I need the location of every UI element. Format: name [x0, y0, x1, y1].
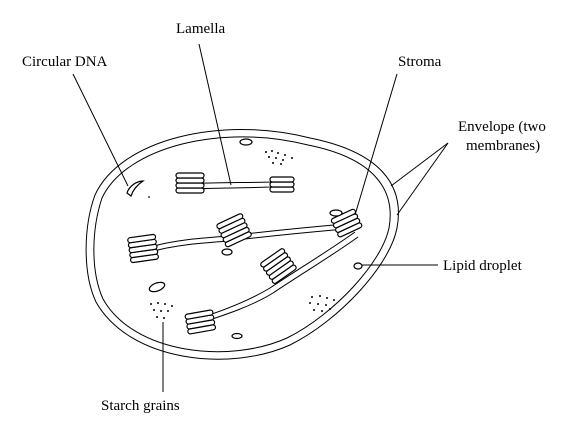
lamella-leader	[198, 43, 232, 186]
granum-middle-left	[127, 233, 159, 264]
label-starch-grains: Starch grains	[101, 398, 180, 414]
label-stroma: Stroma	[398, 54, 442, 70]
oval-body	[329, 209, 343, 217]
lipid-droplet	[353, 262, 363, 270]
envelope-inner-membrane	[93, 136, 391, 353]
granum-middle-center	[216, 213, 252, 248]
starch-grains-left	[150, 302, 173, 319]
oval-body	[148, 281, 166, 293]
granum-right	[330, 208, 363, 238]
label-circular-dna: Circular DNA	[22, 54, 108, 70]
envelope-leader-outer	[390, 142, 449, 187]
envelope-leader-inner	[396, 142, 449, 216]
oval-body	[239, 138, 253, 146]
granum-top-left	[175, 172, 205, 194]
oval-body	[231, 332, 243, 340]
label-envelope-line2: membranes)	[466, 138, 540, 154]
leader-lines	[72, 43, 449, 392]
granum-lower-center	[260, 248, 297, 284]
lamellae	[149, 179, 359, 324]
granum-top-right	[269, 176, 295, 193]
starch-grains-right	[309, 295, 335, 312]
label-lipid-droplet: Lipid droplet	[443, 258, 523, 274]
lamella-lower	[199, 231, 356, 319]
circular-dna	[126, 180, 145, 197]
circular-dna-leader	[72, 73, 129, 187]
label-lamella: Lamella	[176, 21, 225, 37]
stroma-leader	[354, 73, 398, 216]
starch-grains-top	[265, 150, 293, 165]
oval-body	[221, 248, 233, 256]
granum-bottom-left	[184, 309, 217, 335]
envelope-outer-membrane	[85, 129, 399, 360]
lamella-lower-inner	[199, 236, 359, 324]
label-envelope-line1: Envelope (two	[458, 119, 546, 135]
